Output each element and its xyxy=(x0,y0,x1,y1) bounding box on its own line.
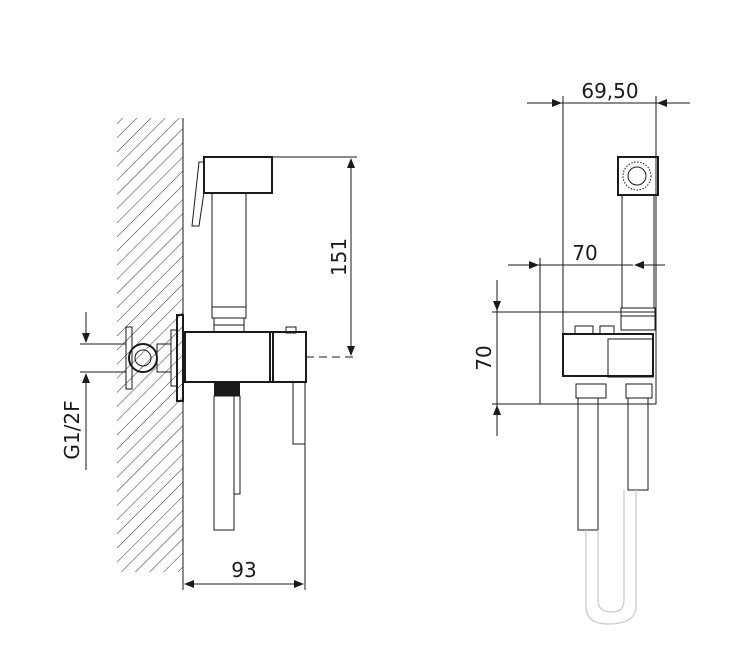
side-view: 151 93 G1/2F xyxy=(60,118,357,590)
dim-69-50: 69,50 xyxy=(527,79,690,334)
dim-70-width: 70 xyxy=(508,241,665,312)
valve-body xyxy=(184,326,307,445)
hose-right xyxy=(233,395,241,495)
dim-70-height: 70 xyxy=(472,280,540,436)
dim-70-height-label: 70 xyxy=(472,345,496,370)
dim-69-50-label: 69,50 xyxy=(581,79,638,103)
hose-front-right xyxy=(627,397,649,491)
hose-front-left xyxy=(577,397,599,531)
hose-black xyxy=(214,382,240,396)
wall-plate xyxy=(539,311,657,405)
dim-70-width-label: 70 xyxy=(572,241,597,265)
hose-continuation xyxy=(585,490,637,625)
hand-shower xyxy=(191,156,273,333)
wall-connector xyxy=(125,314,184,402)
hand-shower-front xyxy=(617,156,659,331)
dim-93-label: 93 xyxy=(231,558,256,582)
dim-151: 151 xyxy=(272,156,357,358)
dim-thread-label: G1/2F xyxy=(60,400,84,459)
hose-left xyxy=(213,395,235,531)
valve-front xyxy=(562,325,654,399)
dim-thread: G1/2F xyxy=(60,312,126,470)
dim-93: 93 xyxy=(182,444,306,590)
dim-151-label: 151 xyxy=(327,238,351,276)
front-view: 69,50 70 70 xyxy=(472,79,690,625)
